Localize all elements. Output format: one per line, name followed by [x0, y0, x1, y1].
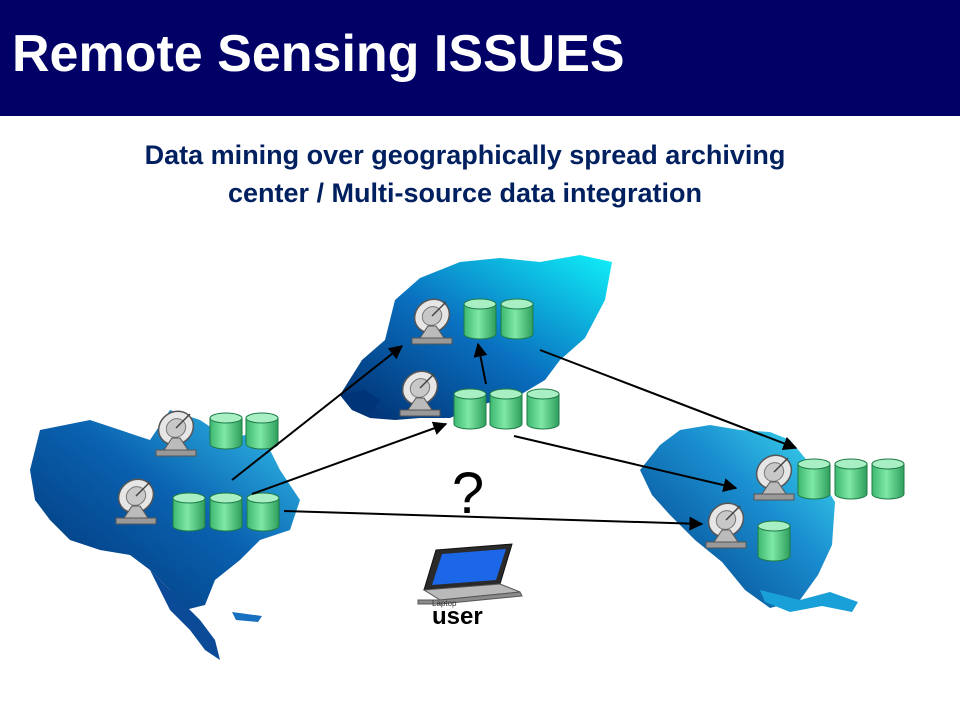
- question-mark: ?: [451, 461, 485, 526]
- central-america-map: [150, 570, 220, 660]
- iberia-italy-map: [340, 390, 380, 412]
- database-icon: [871, 458, 905, 500]
- database-icon: [526, 388, 560, 430]
- subtitle-line-1: Data mining over geographically spread a…: [144, 140, 786, 170]
- database-icon: [834, 458, 868, 500]
- database-icon: [209, 492, 243, 532]
- slide-title: Remote Sensing ISSUES: [12, 25, 625, 83]
- database-icon: [500, 298, 534, 340]
- database-icon: [209, 412, 243, 450]
- database-icon: [463, 298, 497, 340]
- satellite-dish-icon: [753, 454, 795, 501]
- link-arrow-na-to-europe-north: [231, 345, 404, 481]
- database-icon: [489, 388, 523, 430]
- north-america-map: [30, 410, 300, 610]
- database-icon: [172, 492, 206, 532]
- database-icon: [757, 520, 791, 562]
- title-bar: Remote Sensing ISSUES: [0, 0, 960, 116]
- satellite-dish-icon: [155, 410, 197, 457]
- slide-subtitle: Data mining over geographically spread a…: [40, 136, 890, 212]
- link-arrow-europe-to-asia-south: [513, 435, 738, 492]
- link-arrow-na-to-europe-south: [251, 421, 448, 495]
- indonesia-islands: [760, 590, 858, 612]
- link-arrow-europe-to-asia-north: [539, 349, 798, 451]
- user-label: user: [432, 603, 483, 630]
- satellite-dish-icon: [411, 298, 453, 345]
- database-icon: [797, 458, 831, 500]
- caribbean-islands: [232, 612, 262, 622]
- laptop-icon: [417, 543, 523, 605]
- satellite-dish-icon: [115, 478, 157, 525]
- laptop-caption: Laptop: [432, 599, 457, 608]
- satellite-dish-icon: [399, 370, 441, 417]
- link-arrow-europe-up: [473, 342, 488, 385]
- satellite-dish-icon: [705, 502, 747, 549]
- database-icon: [246, 492, 280, 532]
- database-icon: [245, 412, 279, 450]
- subtitle-line-2: center / Multi-source data integration: [227, 178, 703, 208]
- link-arrow-na-to-asia: [283, 510, 704, 531]
- database-icon: [453, 388, 487, 430]
